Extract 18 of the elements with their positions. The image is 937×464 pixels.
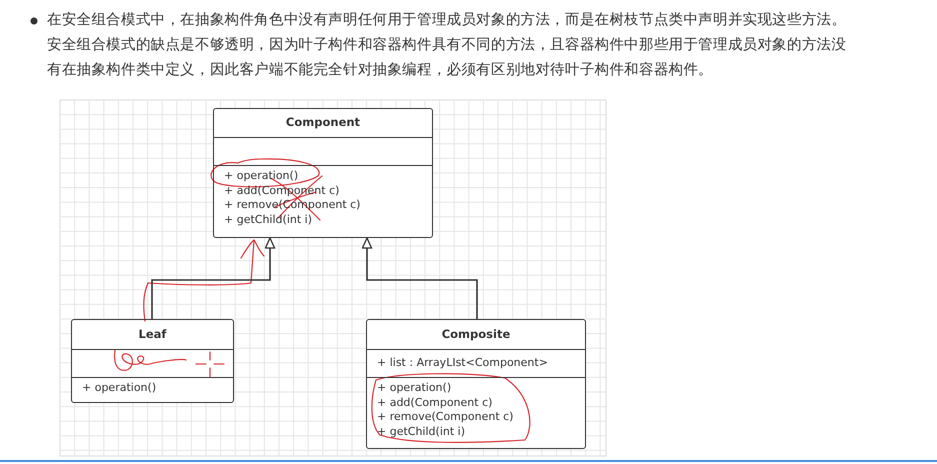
class-box	[71, 319, 234, 403]
paragraph-text: 在安全组合模式中，在抽象构件角色中没有声明任何用于管理成员对象的方法，而是在树枝节点类中声明并实现这些方法。	[47, 10, 846, 30]
inheritance-arrow	[362, 237, 478, 319]
method-text: + add(Component c)	[377, 396, 492, 410]
class-name: Composite	[440, 326, 512, 340]
method-text: + operation()	[224, 169, 298, 183]
method-text: + remove(Component c)	[377, 410, 514, 424]
class-name: Component	[284, 115, 362, 129]
class-box	[213, 108, 433, 238]
method-text: + operation()	[377, 381, 452, 395]
class-name: Leaf	[138, 326, 168, 340]
method-text: + getChild(int i)	[224, 213, 312, 228]
attribute-text: + list : ArrayLIst<Component>	[377, 356, 548, 370]
inheritance-arrow	[151, 237, 276, 319]
method-text: + operation()	[82, 381, 156, 395]
class-box	[366, 319, 586, 449]
paragraph-text: 安全组合模式的缺点是不够透明，因为叶子构件和容器构件具有不同的方法，且容器构件中那些用于管理成员对象的方法没有在抽象构件类中定义，因此客户端不能完全针对抽象编程，必须有区别地对待叶子构件和容器构件。	[47, 36, 848, 80]
method-text: + getChild(int i)	[377, 425, 465, 440]
